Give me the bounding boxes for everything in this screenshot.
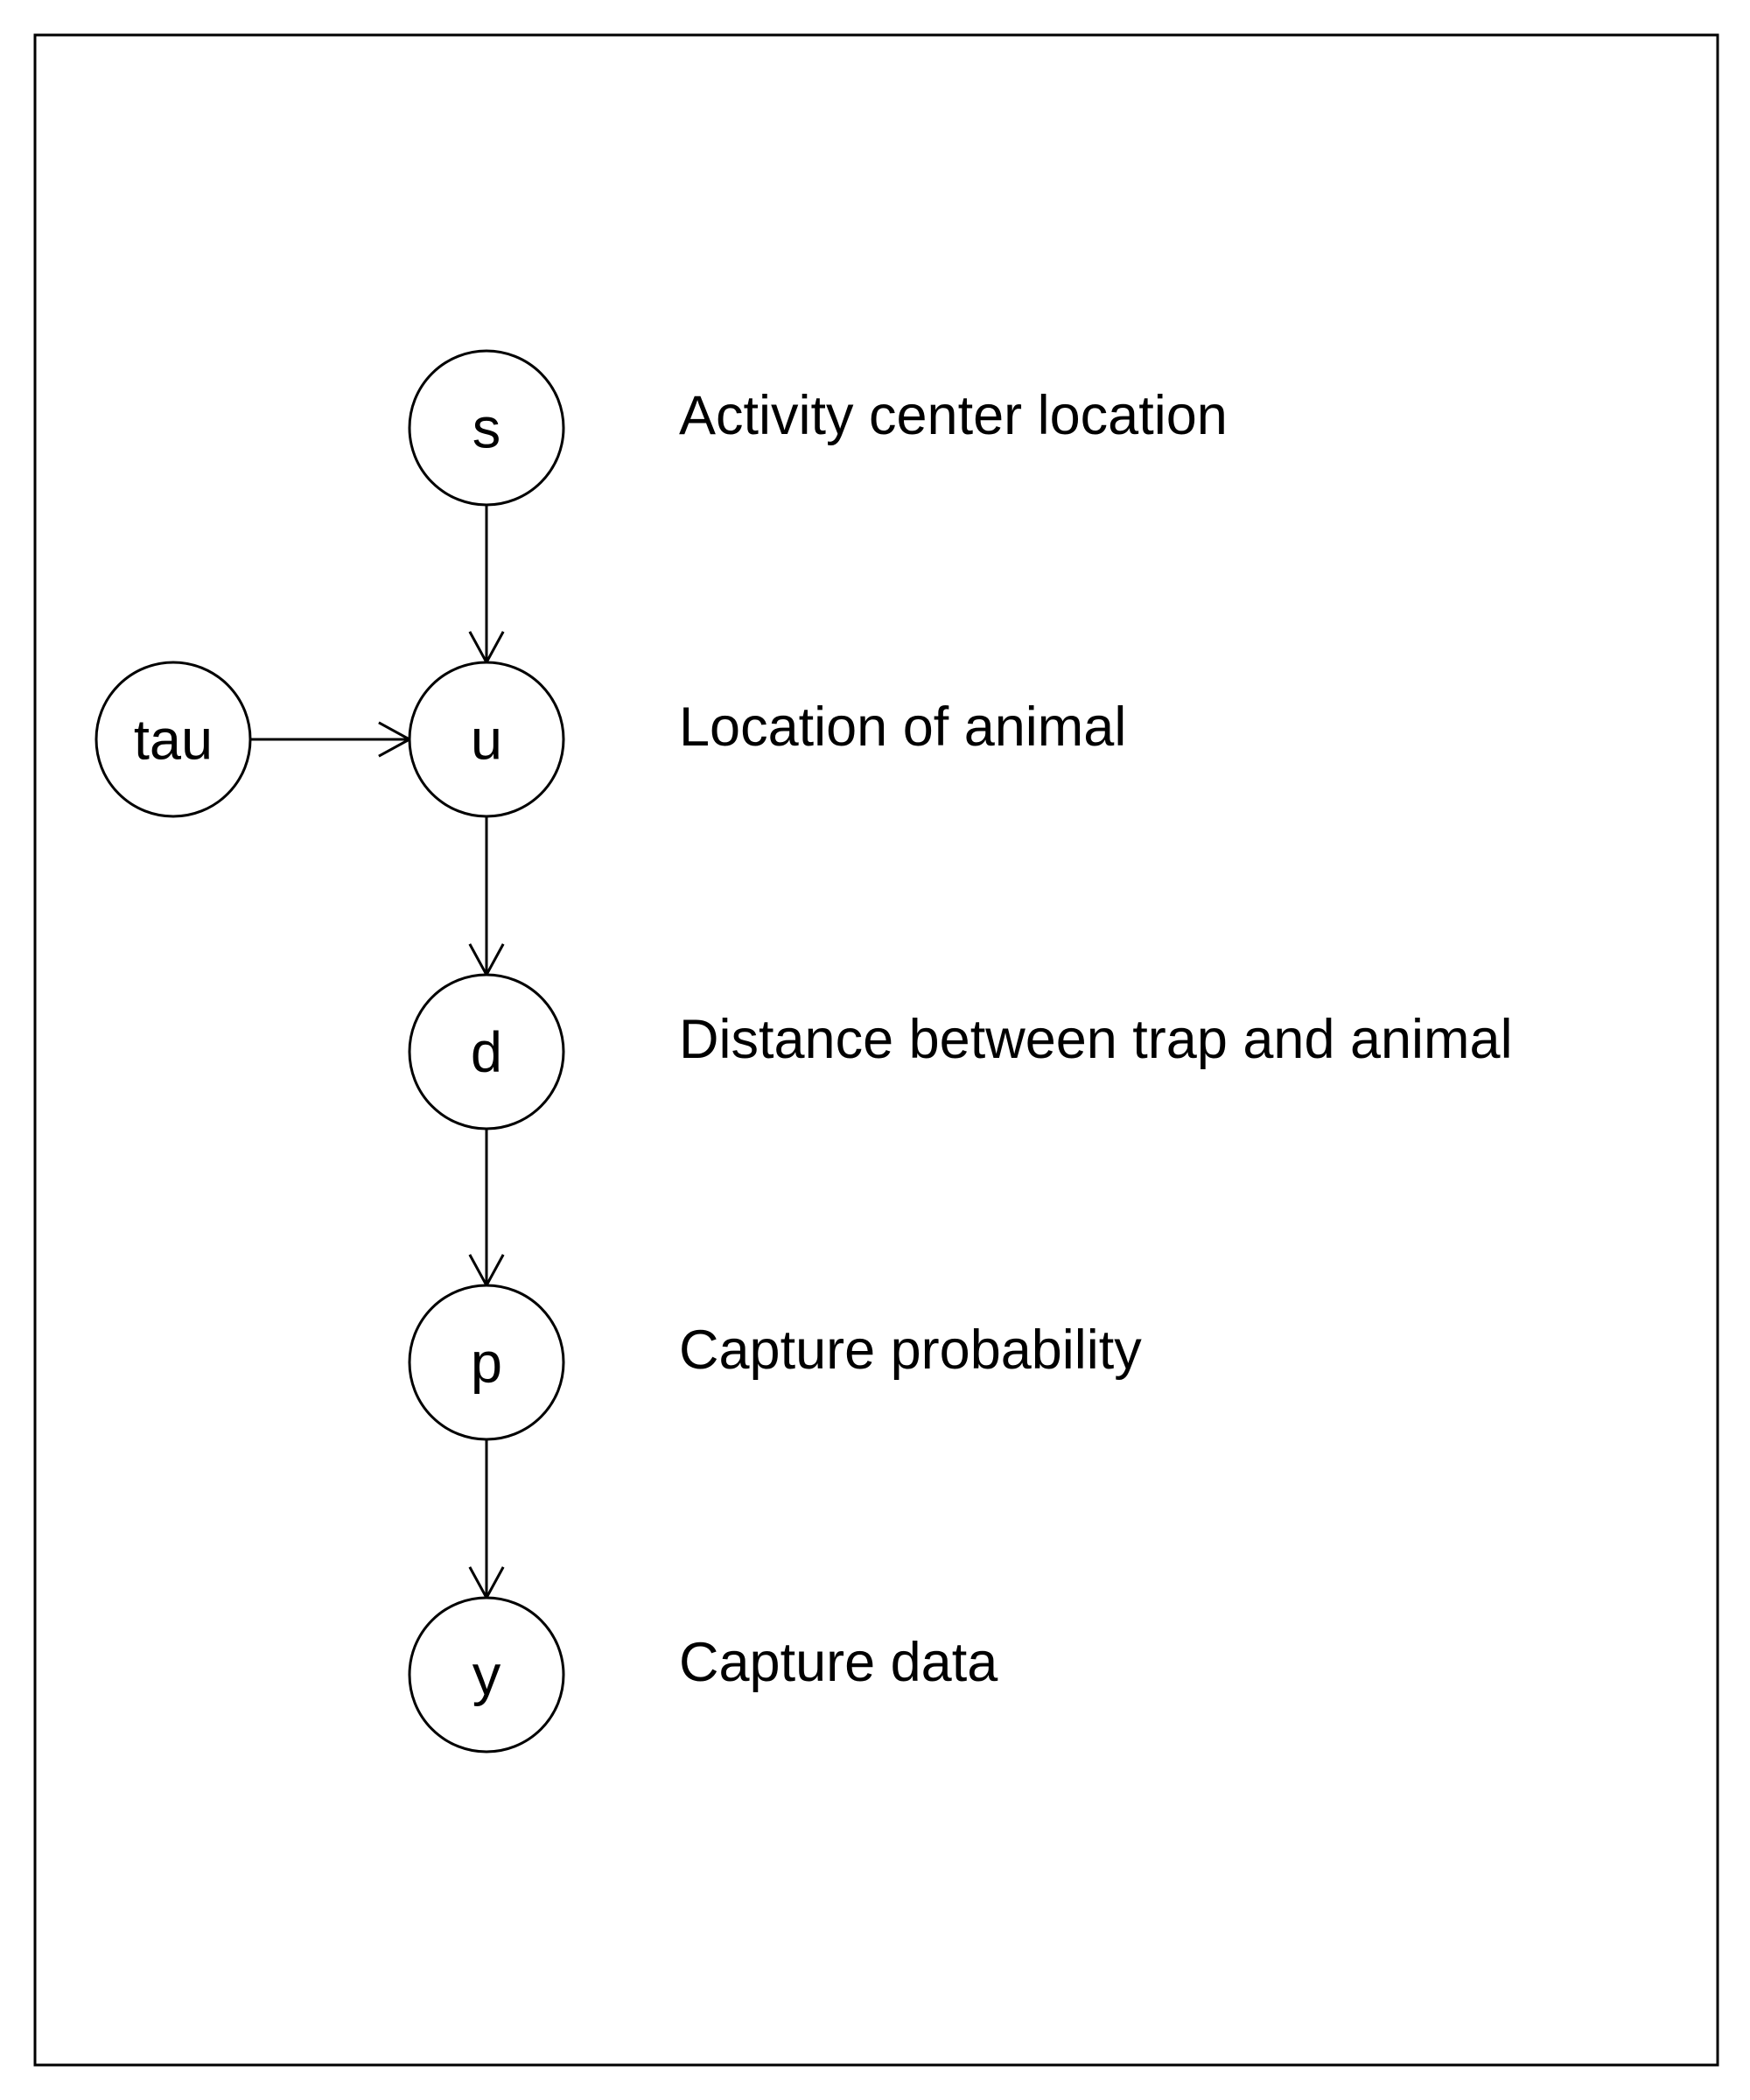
node-d-circle xyxy=(408,973,565,1130)
node-p-label: p xyxy=(471,1331,502,1395)
node-d-label: d xyxy=(471,1020,502,1084)
node-p-circle xyxy=(408,1284,565,1441)
description-y: Capture data xyxy=(679,1632,998,1693)
edges-layer xyxy=(250,505,505,1601)
node-y-label: y xyxy=(472,1643,501,1707)
edge-u-to-d xyxy=(468,816,505,978)
edge-p-to-y xyxy=(468,1439,505,1601)
node-s-circle xyxy=(408,349,565,507)
node-s: s xyxy=(408,349,565,507)
node-y-circle xyxy=(408,1596,565,1754)
node-u-label: u xyxy=(471,708,502,772)
node-tau-label: tau xyxy=(134,708,213,772)
node-p: p xyxy=(408,1284,565,1441)
edge-tau-to-u xyxy=(250,721,413,758)
node-y: y xyxy=(408,1596,565,1754)
edge-s-to-u xyxy=(468,505,505,666)
description-d: Distance between trap and animal xyxy=(679,1009,1513,1070)
node-tau-circle xyxy=(94,661,252,818)
node-d: d xyxy=(408,973,565,1130)
diagram-frame xyxy=(33,33,1719,2067)
node-u: u xyxy=(408,661,565,818)
node-s-label: s xyxy=(472,396,501,460)
node-u-circle xyxy=(408,661,565,818)
description-u: Location of animal xyxy=(679,696,1126,758)
description-s: Activity center location xyxy=(679,385,1228,446)
edge-d-to-p xyxy=(468,1129,505,1289)
node-tau: tau xyxy=(94,661,252,818)
description-p: Capture probability xyxy=(679,1320,1142,1381)
